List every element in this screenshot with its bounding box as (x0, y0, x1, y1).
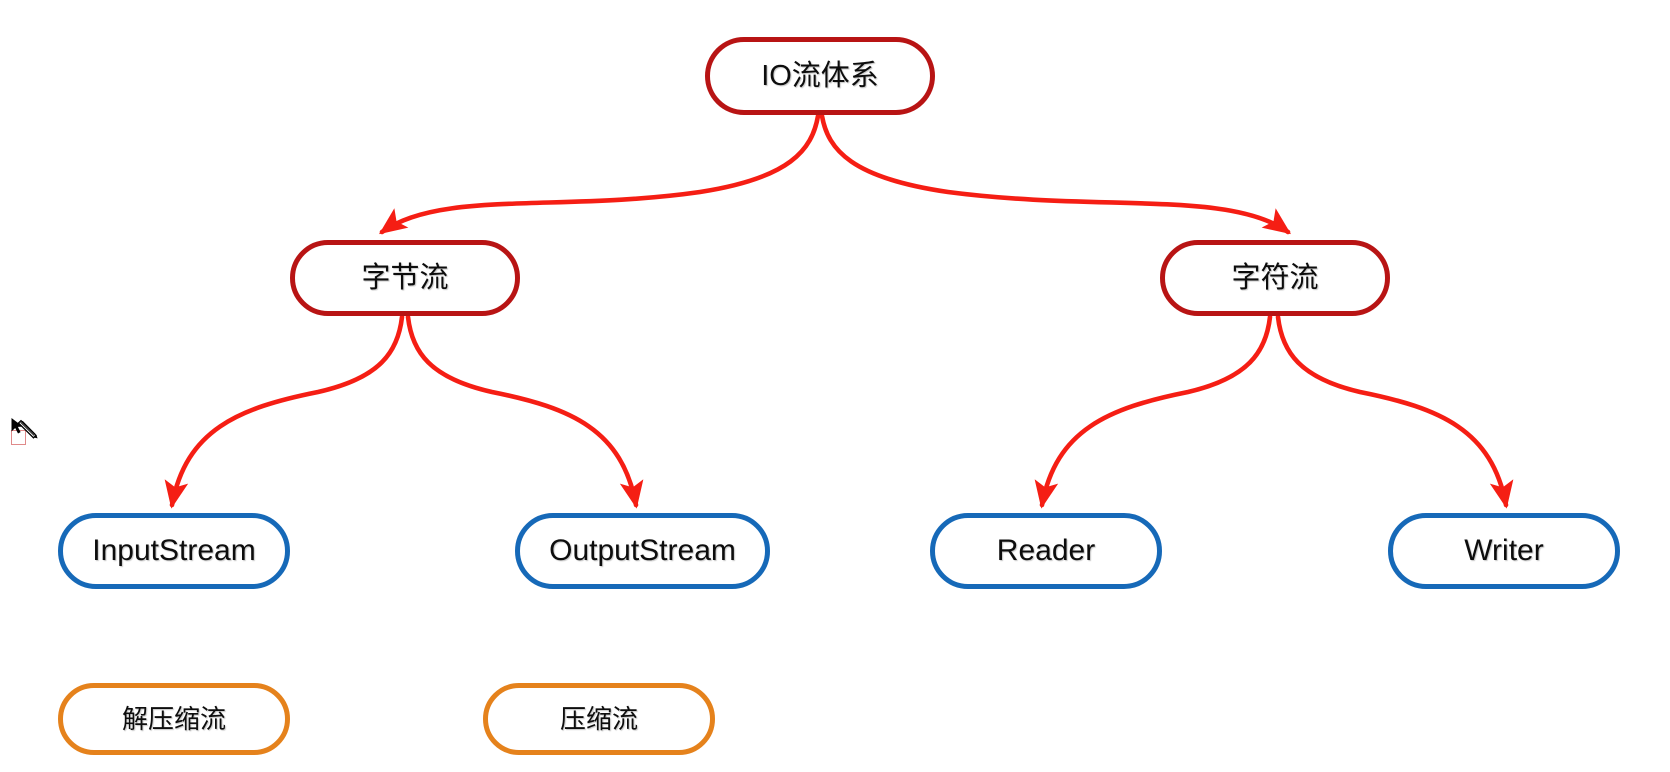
node-input-stream[interactable]: InputStream (58, 513, 290, 589)
node-writer[interactable]: Writer (1388, 513, 1620, 589)
node-label: 字符流 (1231, 261, 1319, 294)
node-label: IO流体系 (761, 59, 879, 92)
node-decompress-stream[interactable]: 解压缩流 (58, 683, 290, 755)
node-compress-stream[interactable]: 压缩流 (483, 683, 715, 755)
selection-marker-square (11, 430, 26, 445)
edge-char-stream-to-writer (1275, 314, 1514, 509)
node-label: 解压缩流 (121, 704, 226, 734)
edge-root-to-char-stream (819, 113, 1291, 235)
node-io-stream-system[interactable]: IO流体系 (705, 37, 935, 115)
edge-root-to-byte-stream (379, 113, 821, 235)
node-output-stream[interactable]: OutputStream (515, 513, 770, 589)
node-label: OutputStream (549, 534, 736, 567)
edge-byte-stream-to-output-stream (405, 314, 644, 509)
edge-char-stream-to-reader (1034, 314, 1273, 509)
node-label: Reader (996, 534, 1096, 567)
node-byte-stream[interactable]: 字节流 (290, 240, 520, 316)
node-label: InputStream (92, 534, 256, 567)
node-label: 压缩流 (559, 704, 638, 734)
node-label: 字节流 (361, 261, 449, 294)
node-label: Writer (1464, 534, 1544, 567)
node-reader[interactable]: Reader (930, 513, 1162, 589)
node-char-stream[interactable]: 字符流 (1160, 240, 1390, 316)
edge-byte-stream-to-input-stream (164, 314, 405, 509)
